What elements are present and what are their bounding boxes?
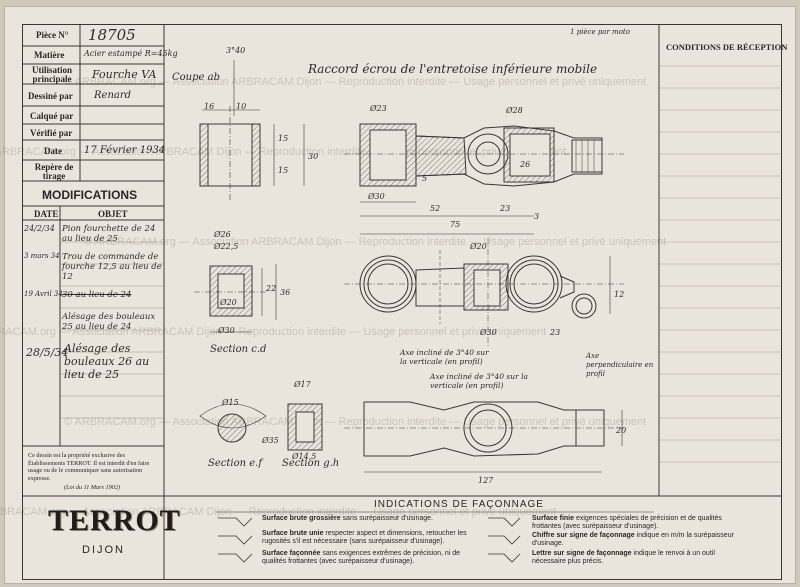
mod-row-text: Pion fourchette de 24 au lieu de 25 [62, 224, 156, 244]
watermark-1: © ARBRACAM.org — Association ARBRACAM Di… [64, 76, 647, 88]
mod-row-text: Trou de commande de fourche 12,5 au lieu… [62, 252, 162, 282]
indication-item: Lettre sur signe de façonnage indique le… [532, 550, 740, 566]
dim-label: 12 [614, 290, 625, 299]
mod-row-date: 19 Avril 34 [24, 290, 63, 298]
technical-drawing [194, 60, 654, 563]
dim-label: Ø26 [214, 230, 231, 239]
dim-label: 15 [278, 166, 289, 175]
dim-label: Ø30 [368, 192, 385, 201]
watermark-3: © ARBRACAM.org — Association ARBRACAM Di… [84, 236, 667, 248]
section-cd-label: Section c.d [210, 344, 267, 355]
indication-desc: sans surépaisseur d'usinage. [342, 515, 433, 522]
dim-label: Ø20 [220, 298, 237, 307]
drawing-frame [22, 24, 782, 580]
terrot-logo: TERROT [48, 504, 181, 537]
indication-desc: respecter aspect et dimensions, retouche… [262, 530, 467, 545]
indication-item: Surface finie exigences spéciales de pré… [532, 515, 740, 531]
drawing-sheet: © ARBRACAM.org — Association ARBRACAM Di… [0, 6, 796, 584]
dim-label: Ø30 [218, 326, 235, 335]
property-note: Ce dessin est la propriété exclusive des… [28, 452, 150, 482]
date-value: 17 Février 1934 [84, 145, 166, 156]
dim-label: Ø35 [262, 436, 279, 445]
dim-label: 10 [236, 102, 247, 111]
matiere-value: Acier estampé R=45kg [84, 49, 178, 58]
dim-label: 127 [478, 476, 494, 485]
indication-name: Lettre sur signe de façonnage [532, 550, 632, 557]
dim-label: 22 [266, 284, 277, 293]
indication-name: Surface finie [532, 515, 575, 522]
conditions-title: CONDITIONS DE RÉCEPTION [666, 42, 788, 52]
dim-label: 36 [280, 288, 291, 297]
dim-label: 3 [534, 212, 540, 221]
mod-row-date: 28/5/34 [26, 346, 69, 359]
dim-label: 16 [204, 102, 215, 111]
dim-label: 75 [450, 220, 461, 229]
property-law: (Loi du 11 Mars 1902) [64, 484, 120, 491]
mod-row-text: Alésage des bouleaux 26 au lieu de 25 [64, 342, 150, 381]
top-body-outline [415, 125, 603, 187]
indication-desc: sans exigences extrêmes de précision, ni… [262, 550, 461, 565]
indication-item: Surface brute unie respecter aspect et d… [262, 530, 474, 546]
indication-name: Surface brute unie [262, 530, 324, 537]
watermark-5: © ARBRACAM.org — Association ARBRACAM Di… [64, 416, 647, 428]
dim-label: Ø14,5 [292, 452, 317, 461]
repere-label: Repère de tirage [34, 162, 74, 181]
note-axe-2: Axe incliné de 3°40 sur la verticale (en… [430, 372, 528, 390]
indication-desc: exigences spéciales de précision et de q… [532, 515, 722, 530]
dim-label: 20 [616, 426, 627, 435]
section-gh-label: Section g.h [282, 458, 340, 469]
piece-label: Pièce N° [36, 30, 69, 40]
date-label: Date [44, 146, 62, 156]
dim-label: Ø28 [506, 106, 523, 115]
indication-name: Surface brute grossière [262, 515, 341, 522]
dim-label: Ø23 [370, 104, 387, 113]
dim-label: 23 [500, 204, 511, 213]
indications-title: INDICATIONS DE FAÇONNAGE [374, 499, 544, 510]
mod-row-text: Alésage des bouleaux 25 au lieu de 24 [62, 312, 156, 332]
dim-label: 3°40 [226, 46, 246, 55]
utilisation-value: Fourche VA [92, 68, 157, 81]
calque-label: Calqué par [30, 111, 74, 121]
dim-label: 52 [430, 204, 441, 213]
modifications-title: MODIFICATIONS [42, 188, 138, 202]
note-axe-1: Axe incliné de 3°40 sur la verticale (en… [400, 348, 489, 366]
dim-label: Ø20 [470, 242, 487, 251]
top-note: 1 pièce par moto [570, 28, 630, 36]
title-block-grid [22, 24, 782, 580]
coupe-ab-label: Coupe ab [172, 72, 220, 83]
dessine-value: Renard [94, 90, 132, 101]
note-axe-perp: Axe perpendiculaire en profil [586, 352, 654, 378]
mod-row-date: 3 mars 34 [24, 252, 60, 260]
indication-item: Surface brute grossière sans surépaisseu… [262, 515, 474, 523]
drawing-title: Raccord écrou de l'entretoise inférieure… [308, 62, 598, 76]
mod-row-date: 24/2/34 [24, 224, 55, 233]
dim-label: 30 [308, 152, 319, 161]
matiere-label: Matière [34, 50, 65, 60]
mod-row-text: 30 au lieu de 24 [62, 290, 132, 300]
section-ef-label: Section e.f [208, 458, 263, 469]
dim-label: 26 [520, 160, 531, 169]
indication-desc: indique en m/m la surépaisseur d'usinage… [532, 532, 734, 547]
indication-name: Chiffre sur signe de façonnage [532, 532, 635, 539]
piece-value: 18705 [88, 26, 136, 44]
indication-desc: indique le renvoi à un outil nécessaire … [532, 550, 715, 565]
verifie-label: Vérifié par [30, 128, 73, 138]
mod-col-objet: OBJET [98, 209, 128, 219]
mod-col-date: DATE [34, 209, 59, 219]
dim-label: Ø15 [222, 398, 239, 407]
logo-city: DIJON [82, 544, 125, 556]
dessine-label: Dessiné par [28, 91, 73, 101]
dim-label: 15 [278, 134, 289, 143]
indication-item: Surface façonnée sans exigences extrêmes… [262, 550, 474, 566]
indication-item: Chiffre sur signe de façonnage indique e… [532, 532, 740, 548]
utilisation-label: Utilisation principale [31, 65, 72, 84]
dim-label: Ø30 [480, 328, 497, 337]
dim-label: Ø17 [294, 380, 311, 389]
indication-name: Surface façonnée [262, 550, 321, 557]
dim-label: 23 [550, 328, 561, 337]
watermark-4: © ARBRACAM.org — Association ARBRACAM Di… [0, 326, 547, 338]
dim-label: Ø22,5 [214, 242, 239, 251]
dim-label: 5 [422, 174, 428, 183]
